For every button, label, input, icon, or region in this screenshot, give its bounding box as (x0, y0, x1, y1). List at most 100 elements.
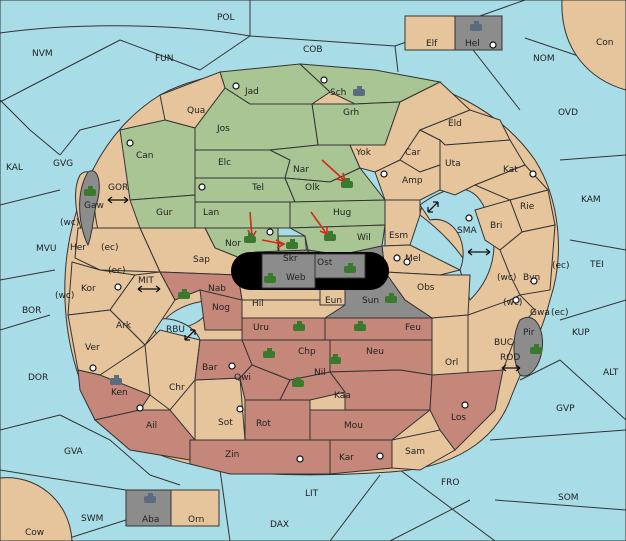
province-byn[interactable] (499, 224, 556, 296)
label-nar: Nar (293, 165, 309, 175)
unit-uru[interactable] (293, 321, 305, 331)
unit-nil[interactable] (292, 377, 304, 387)
unit-ost[interactable] (344, 263, 356, 273)
unit-qwi[interactable] (263, 348, 275, 358)
sea-label-mit: MIT (138, 276, 154, 286)
label-olk: Olk (305, 183, 321, 193)
unit-aba[interactable] (144, 493, 156, 503)
unit-ken[interactable] (110, 375, 122, 385)
unit-nor[interactable] (244, 233, 256, 243)
province-zin[interactable] (189, 439, 331, 475)
province-pir[interactable] (513, 317, 544, 377)
province-elf[interactable] (404, 15, 456, 51)
coast-label-kor-ec: (ec) (108, 266, 126, 276)
label-ark: Ark (116, 321, 132, 331)
province-olk[interactable] (284, 167, 387, 203)
sea-label-fro: FRO (441, 478, 460, 488)
sea-label-kal: KAL (6, 163, 23, 173)
label-gur: Gur (156, 208, 173, 218)
coast-label-gwa-ec: (ec) (551, 308, 569, 318)
coast-label-byn-wc: (wc) (497, 273, 516, 283)
unit-wil[interactable] (324, 231, 336, 241)
province-kaa[interactable] (329, 369, 433, 411)
label-gwa: Gwa (530, 308, 550, 318)
label-neu: Neu (366, 347, 384, 357)
label-gaw: Gaw (84, 201, 104, 211)
province-tel[interactable] (194, 177, 296, 203)
label-nog: Nog (212, 303, 230, 313)
unit-chp[interactable] (329, 354, 341, 364)
label-grh: Grh (343, 108, 359, 118)
sea-label-alt: ALT (603, 368, 619, 378)
label-skr: Skr (283, 254, 298, 264)
coast-label-her-ec: (ec) (101, 243, 119, 253)
sea-label-fun: FUN (155, 54, 174, 64)
label-nor: Nor (225, 239, 241, 249)
province-rot[interactable] (244, 399, 311, 441)
province-kar[interactable] (329, 439, 393, 475)
label-sot: Sot (218, 418, 233, 428)
sea-label-pol: POL (217, 13, 235, 23)
sea-label-bor: BOR (22, 306, 41, 316)
label-jos: Jos (216, 124, 230, 134)
province-can[interactable] (119, 119, 196, 201)
sea-label-mvu: MVU (36, 244, 57, 254)
label-kaa: Kaa (334, 391, 351, 401)
sea-label-ovd: OVD (558, 108, 578, 118)
province-neu[interactable] (329, 339, 433, 376)
coast-labels: (wc) (ec) (ec) (wc) (wc) (ec) (wc) (ec) (55, 218, 570, 318)
province-label-con: Con (596, 38, 614, 48)
label-nab: Nab (208, 284, 226, 294)
sea-label-dax: DAX (270, 520, 289, 530)
province-ver[interactable] (67, 309, 146, 376)
province-los[interactable] (429, 369, 504, 451)
gray-labels: Hel Web Ost Sun Pir Aba (142, 39, 535, 525)
label-mel: Mel (405, 254, 421, 264)
province-esm[interactable] (384, 199, 421, 247)
province-her[interactable] (74, 227, 161, 273)
supply-centers (89, 41, 538, 463)
label-ost: Ost (317, 258, 333, 268)
unit-gaw[interactable] (84, 186, 96, 196)
sea-label-som: SOM (558, 493, 579, 503)
green-region (119, 63, 442, 267)
unit-sch[interactable] (353, 86, 365, 96)
sea-label-rod: ROD (500, 353, 520, 363)
coast-label-kor-wc: (wc) (55, 291, 74, 301)
label-tel: Tel (251, 183, 264, 193)
unit-web[interactable] (264, 273, 276, 283)
label-qua: Qua (187, 106, 205, 116)
label-sch: Sch (330, 88, 346, 98)
label-bar: Bar (202, 363, 218, 373)
sea-label-tei: TEI (589, 260, 604, 270)
unit-pir[interactable] (530, 344, 542, 354)
label-hel: Hel (465, 39, 480, 49)
brown-labels: Nab Nog Uru Feu Chp Neu Bar Qwi Nil Kaa … (111, 284, 466, 463)
unit-nab[interactable] (178, 289, 190, 299)
sea-label-kup: KUP (572, 328, 590, 338)
label-ken: Ken (111, 388, 128, 398)
unit-skr[interactable] (286, 239, 298, 249)
label-her: Her (70, 243, 86, 253)
passage-arrows (107, 196, 521, 372)
label-nil: Nil (314, 368, 326, 378)
label-elc: Elc (218, 158, 231, 168)
sea-label-gva: GVA (64, 447, 84, 457)
label-zin: Zin (225, 450, 239, 460)
units (84, 21, 542, 503)
province-elc[interactable] (194, 149, 291, 179)
label-sun: Sun (362, 296, 379, 306)
label-bri: Bri (490, 221, 502, 231)
unit-hel[interactable] (470, 21, 482, 31)
unit-feu[interactable] (354, 321, 366, 331)
province-orn[interactable] (170, 489, 220, 527)
label-chp: Chp (298, 347, 316, 357)
coast-label-gwa-wc: (wc) (503, 298, 522, 308)
sea-label-sma: SMA (457, 226, 477, 236)
unit-olk[interactable] (341, 178, 353, 188)
unit-sun[interactable] (385, 293, 397, 303)
label-orn: Orn (188, 515, 204, 525)
label-kar: Kar (339, 453, 354, 463)
sea-label-rbu: RBU (166, 325, 185, 335)
